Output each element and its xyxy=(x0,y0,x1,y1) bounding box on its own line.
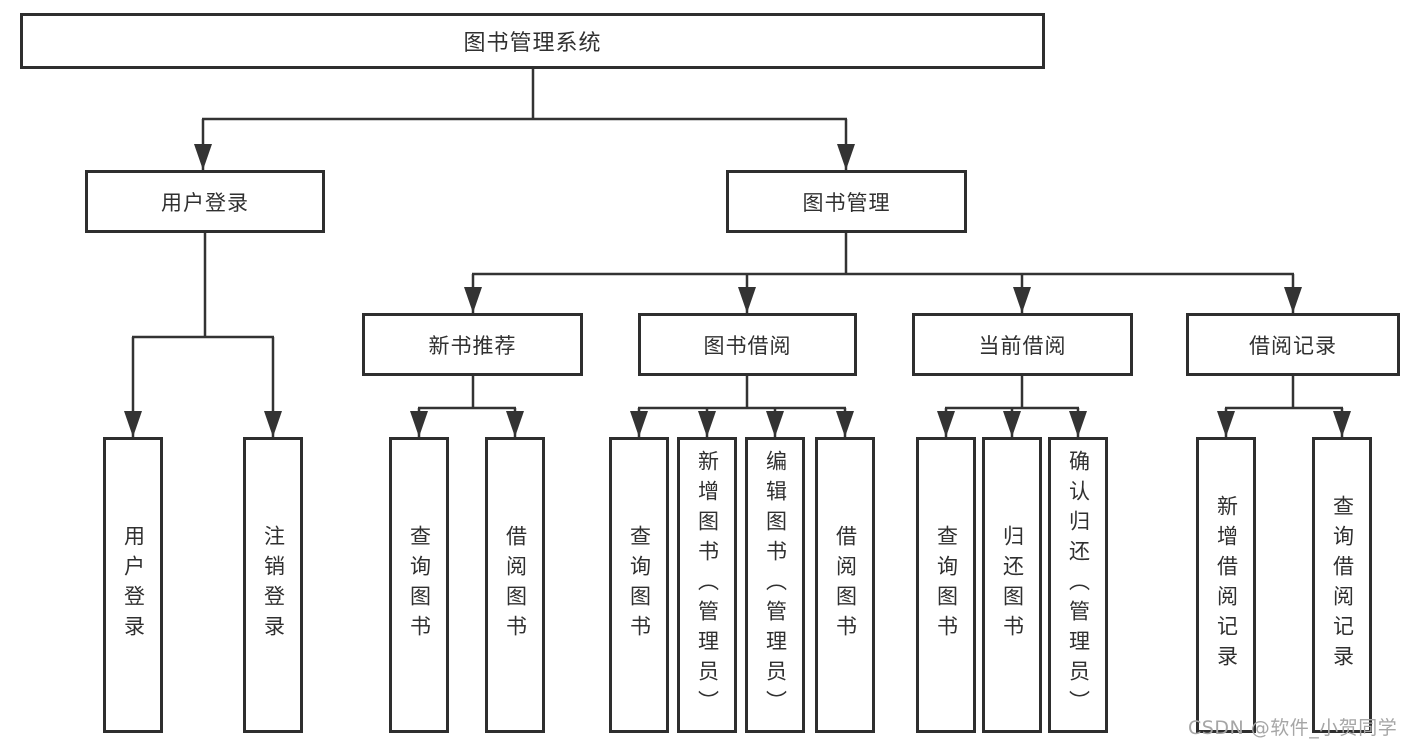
node-leaf-query-borrow-record: 查询借阅记录 xyxy=(1312,437,1372,733)
node-leaf-user-login-label: 用户登录 xyxy=(121,525,146,645)
node-leaf-add-book-admin: 新增图书（管理员） xyxy=(677,437,737,733)
csdn-watermark: CSDN @软件_小贺同学 xyxy=(1188,717,1398,739)
node-leaf-edit-book-admin: 编辑图书（管理员） xyxy=(745,437,805,733)
node-leaf-query-books-1-label: 查询图书 xyxy=(407,525,432,645)
node-new-book-recommend-label: 新书推荐 xyxy=(428,333,517,358)
node-book-borrow-label: 图书借阅 xyxy=(703,333,792,358)
node-leaf-query-borrow-record-label: 查询借阅记录 xyxy=(1330,495,1355,675)
node-current-borrow-label: 当前借阅 xyxy=(978,333,1067,358)
node-leaf-logout-label: 注销登录 xyxy=(261,525,286,645)
node-borrow-records-label: 借阅记录 xyxy=(1249,333,1337,358)
node-leaf-logout: 注销登录 xyxy=(243,437,303,733)
node-leaf-query-books-2-label: 查询图书 xyxy=(627,525,652,645)
node-leaf-confirm-return-admin-label: 确认归还（管理员） xyxy=(1066,450,1091,720)
node-leaf-query-books-3: 查询图书 xyxy=(916,437,976,733)
node-book-borrow: 图书借阅 xyxy=(638,313,857,376)
node-leaf-add-book-admin-label: 新增图书（管理员） xyxy=(695,450,720,720)
node-current-borrow: 当前借阅 xyxy=(912,313,1133,376)
node-user-login-label: 用户登录 xyxy=(161,190,249,215)
node-leaf-borrow-books-1: 借阅图书 xyxy=(485,437,545,733)
node-book-management: 图书管理 xyxy=(726,170,967,233)
node-new-book-recommend: 新书推荐 xyxy=(362,313,583,376)
node-leaf-query-books-2: 查询图书 xyxy=(609,437,669,733)
node-user-login: 用户登录 xyxy=(85,170,325,233)
node-leaf-confirm-return-admin: 确认归还（管理员） xyxy=(1048,437,1108,733)
node-leaf-edit-book-admin-label: 编辑图书（管理员） xyxy=(763,450,788,720)
node-leaf-borrow-books-1-label: 借阅图书 xyxy=(503,525,528,645)
node-leaf-query-books-1: 查询图书 xyxy=(389,437,449,733)
node-borrow-records: 借阅记录 xyxy=(1186,313,1400,376)
node-leaf-user-login: 用户登录 xyxy=(103,437,163,733)
node-root: 图书管理系统 xyxy=(20,13,1045,69)
node-leaf-return-book: 归还图书 xyxy=(982,437,1042,733)
node-root-label: 图书管理系统 xyxy=(463,31,602,56)
node-leaf-return-book-label: 归还图书 xyxy=(1000,525,1025,645)
node-leaf-borrow-books-2: 借阅图书 xyxy=(815,437,875,733)
node-leaf-borrow-books-2-label: 借阅图书 xyxy=(833,525,858,645)
node-leaf-query-books-3-label: 查询图书 xyxy=(934,525,959,645)
node-leaf-add-borrow-record: 新增借阅记录 xyxy=(1196,437,1256,733)
node-leaf-add-borrow-record-label: 新增借阅记录 xyxy=(1214,495,1239,675)
node-book-management-label: 图书管理 xyxy=(802,190,891,215)
